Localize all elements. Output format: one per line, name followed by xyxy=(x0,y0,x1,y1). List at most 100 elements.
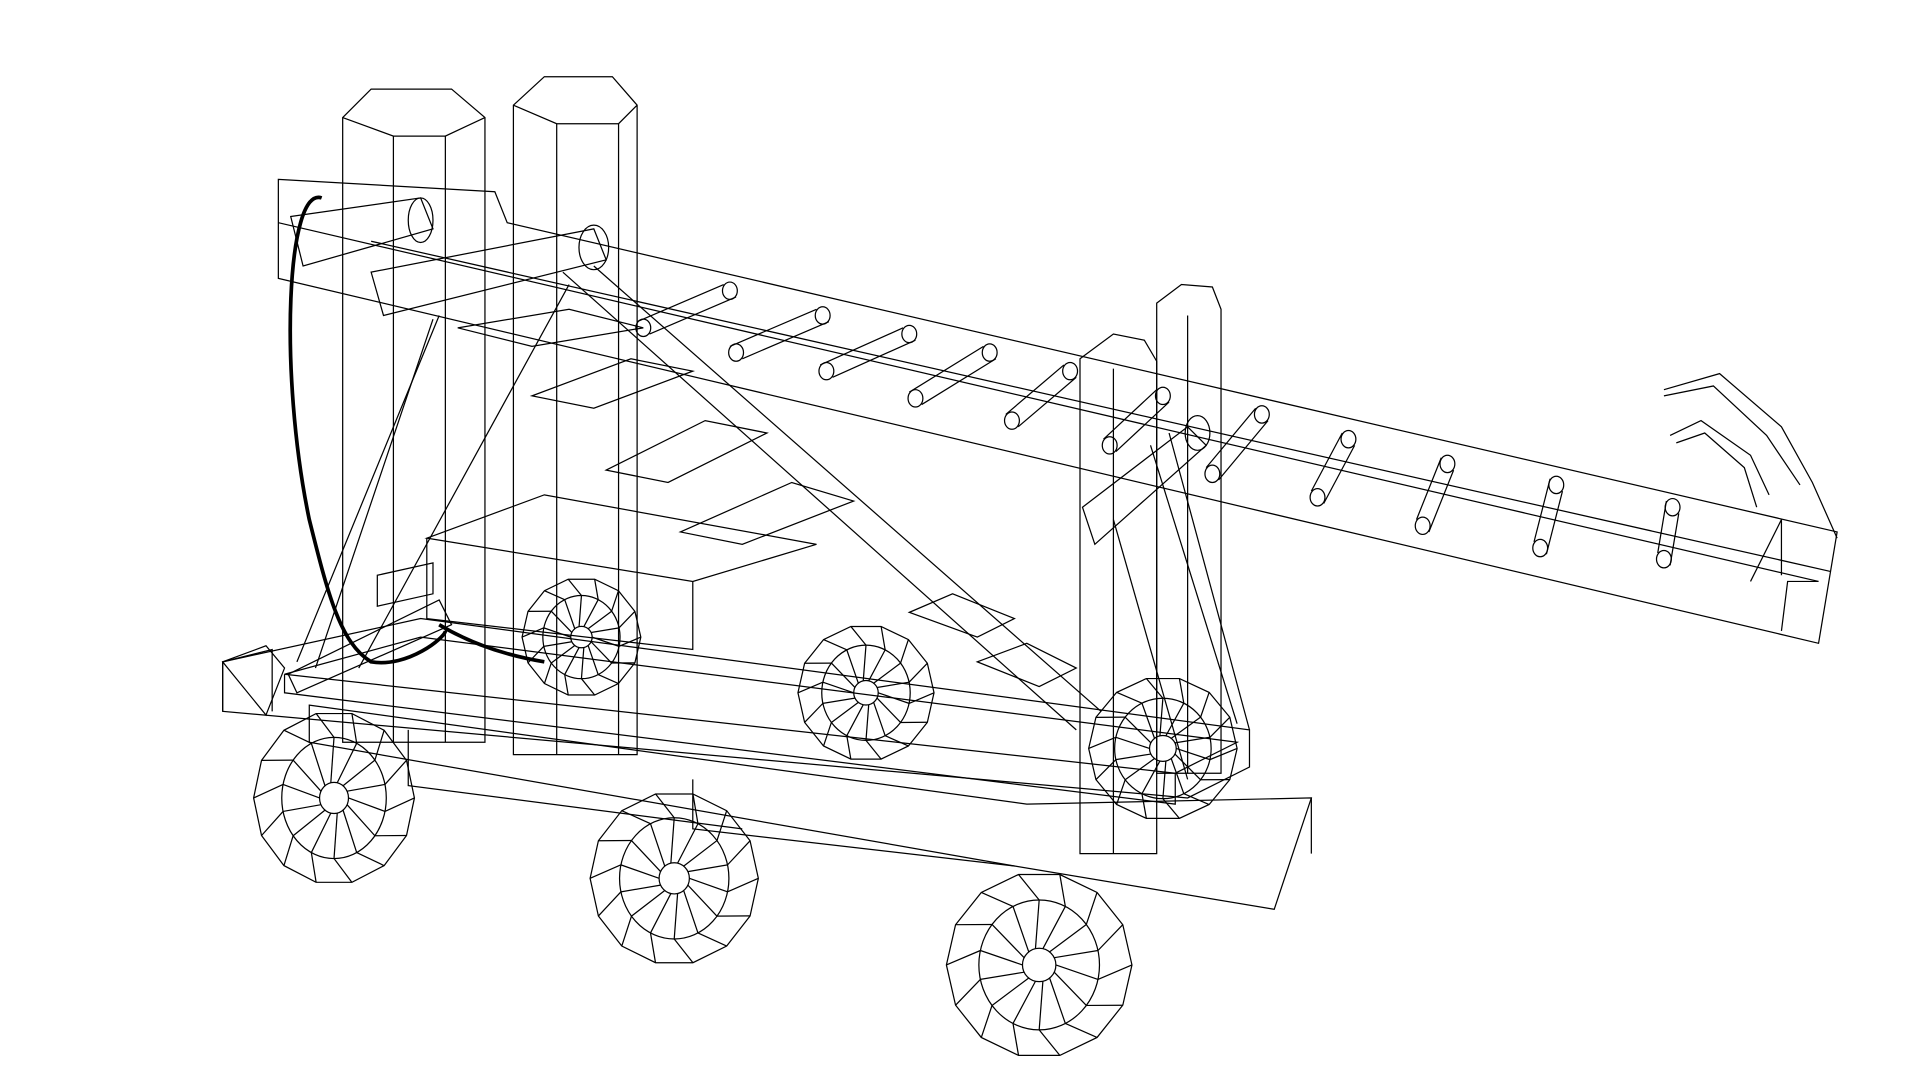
wheel-mesh xyxy=(283,729,312,744)
wheel-mesh xyxy=(1170,716,1201,739)
wheel-mesh xyxy=(649,893,672,934)
wheel-mesh xyxy=(868,649,886,682)
rung xyxy=(907,343,998,408)
wheel-mesh xyxy=(899,639,909,664)
wheel-mesh xyxy=(946,949,981,966)
wheel-mesh xyxy=(1170,758,1185,794)
wheel-mesh xyxy=(1165,702,1185,737)
rung-end xyxy=(1101,436,1118,455)
wheel-mesh xyxy=(580,678,596,696)
wheel-mesh xyxy=(846,735,852,760)
rung-end xyxy=(1664,497,1681,517)
wheel-mesh xyxy=(336,743,358,784)
rung-end xyxy=(1414,516,1431,536)
wheel-mesh xyxy=(846,704,864,736)
wheel-mesh xyxy=(677,823,699,864)
rung-edge xyxy=(729,308,817,347)
rung-end xyxy=(721,281,738,300)
wheel-mesh xyxy=(521,627,545,638)
right-posts xyxy=(1079,283,1222,855)
wheel-mesh xyxy=(620,864,660,879)
wheel-mesh xyxy=(621,810,651,825)
rung-end xyxy=(818,361,835,381)
rung-edge xyxy=(832,339,916,378)
wheel-ring xyxy=(281,736,387,860)
wheel-mesh xyxy=(1034,899,1040,949)
wheel-mesh xyxy=(1012,1023,1020,1056)
rung xyxy=(1655,497,1681,569)
rung xyxy=(1414,454,1456,536)
wheel-mesh xyxy=(587,610,612,630)
wheel-mesh xyxy=(544,590,565,601)
wheel-mesh xyxy=(687,884,718,917)
wheel-mesh xyxy=(1159,698,1164,736)
wheel-hub xyxy=(318,781,350,815)
wheel-mesh xyxy=(846,649,859,684)
rung-edge xyxy=(1017,376,1077,428)
wheel xyxy=(521,578,642,696)
wheel-mesh xyxy=(543,627,571,638)
wheel-hub xyxy=(1148,734,1177,762)
wheel-mesh xyxy=(980,949,1023,966)
wheel-mesh xyxy=(1097,924,1124,951)
wheel-mesh xyxy=(655,793,675,819)
wheel-mesh xyxy=(342,809,358,853)
wheel-mesh xyxy=(587,645,599,675)
rung-edge xyxy=(921,358,997,406)
wheel-mesh xyxy=(683,840,718,867)
wheel-mesh xyxy=(955,978,981,1006)
wheel-mesh xyxy=(1055,964,1099,980)
wheel-mesh xyxy=(564,674,569,696)
wheel-mesh xyxy=(865,740,882,760)
rung-end xyxy=(981,343,998,362)
wheel-mesh xyxy=(727,877,759,893)
rung-edge xyxy=(1115,401,1170,452)
rung-edge xyxy=(1205,407,1257,469)
wheel-mesh xyxy=(333,858,353,883)
wheel-mesh xyxy=(822,681,854,694)
wheel-mesh xyxy=(310,852,317,883)
rung xyxy=(1101,386,1171,455)
arm-rungs xyxy=(635,281,1681,569)
wheel-mesh xyxy=(611,590,620,612)
wheel-mesh xyxy=(591,636,620,647)
wheel-mesh xyxy=(1162,798,1180,819)
rung xyxy=(1003,361,1079,430)
rung-edge xyxy=(1218,420,1269,481)
rung-end xyxy=(1655,549,1672,569)
rung xyxy=(1309,429,1357,507)
rung-edge xyxy=(742,321,830,360)
rung-edge xyxy=(1323,445,1356,504)
wheel-mesh xyxy=(292,809,326,837)
rung-end xyxy=(1548,475,1565,495)
wheel-mesh xyxy=(1178,678,1185,704)
wheel-mesh xyxy=(1115,736,1150,750)
wheel-mesh xyxy=(991,924,1025,959)
wheel-mesh xyxy=(620,884,661,893)
wheel-mesh xyxy=(1116,691,1143,704)
wheel-mesh xyxy=(991,977,1030,1006)
wheel-mesh xyxy=(384,759,407,785)
wheel-mesh xyxy=(621,915,633,947)
rung-edge xyxy=(1428,469,1455,533)
wheel xyxy=(1088,677,1238,819)
rung-edge xyxy=(1533,478,1551,543)
wheel-mesh xyxy=(1042,906,1066,949)
rung-edge xyxy=(1310,432,1343,492)
wheel-mesh xyxy=(261,811,284,836)
wheel-mesh xyxy=(878,692,910,704)
wheel-mesh xyxy=(873,702,886,736)
wheel-mesh xyxy=(697,932,727,947)
wheel-mesh xyxy=(873,662,901,684)
wheel-mesh xyxy=(727,840,751,866)
ladder-frame xyxy=(296,265,1251,780)
wheel-mesh xyxy=(804,702,824,723)
wheel-mesh xyxy=(292,759,322,792)
wheel-mesh xyxy=(333,813,338,859)
wheel-mesh xyxy=(1200,692,1210,718)
wheel-mesh xyxy=(1097,964,1133,980)
wheel-mesh xyxy=(1054,949,1099,959)
wheel-mesh xyxy=(374,730,385,761)
wheel-mesh xyxy=(310,743,326,786)
rung-edge xyxy=(1103,389,1158,440)
